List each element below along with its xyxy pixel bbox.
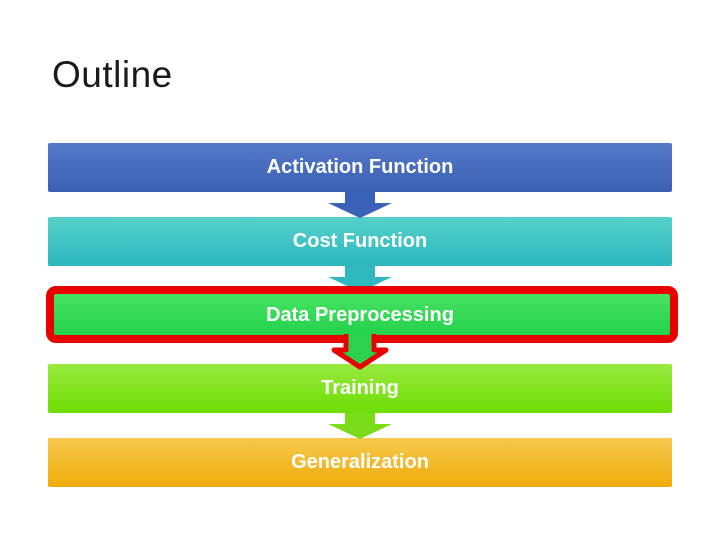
flow-connector-2: [328, 266, 392, 292]
step-box-training: Training: [48, 364, 672, 413]
step-label: Activation Function: [266, 156, 454, 178]
step-box-generalization: Generalization: [48, 438, 672, 487]
highlighted-down-arrow-icon: [331, 334, 389, 370]
flow-connector-4: [328, 413, 392, 439]
slide-title: Outline: [52, 54, 173, 95]
flow-connector-1: [328, 192, 392, 218]
step-box-activation-function: Activation Function: [48, 143, 672, 192]
step-label: Training: [321, 377, 399, 399]
down-arrow-icon: [328, 192, 392, 218]
step-box-data-preprocessing: Data Preprocessing: [48, 291, 672, 340]
highlighted-connector: [322, 333, 398, 371]
step-label: Cost Function: [292, 230, 428, 252]
down-arrow-icon: [328, 266, 392, 292]
step-label: Data Preprocessing: [266, 304, 454, 326]
down-arrow-icon: [328, 413, 392, 439]
step-box-cost-function: Cost Function: [48, 217, 672, 266]
step-label: Generalization: [291, 451, 429, 473]
